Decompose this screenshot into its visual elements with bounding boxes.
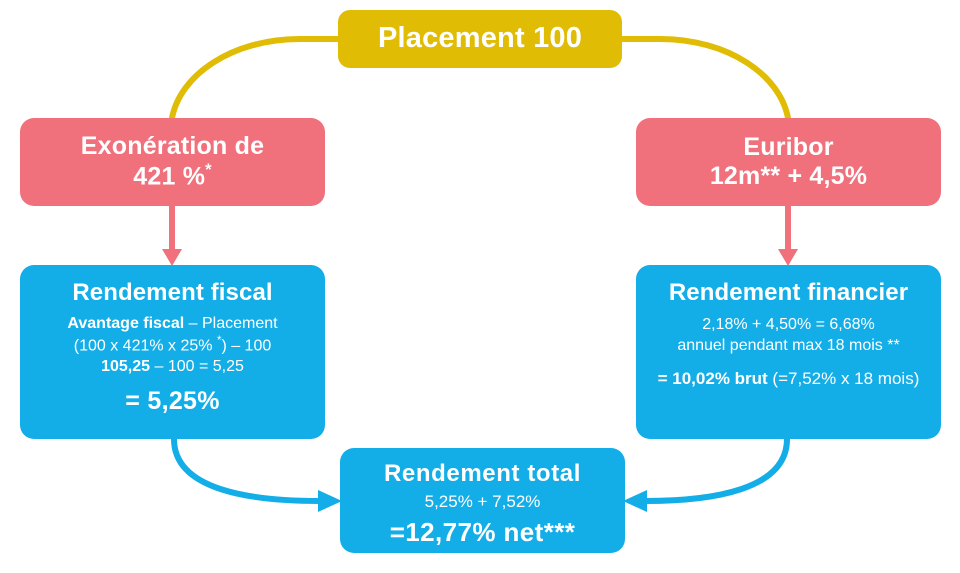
node-total-subtitle: 5,25% + 7,52% <box>424 491 541 511</box>
node-fiscal-detail-line3: 105,25 – 100 = 5,25 <box>101 357 244 377</box>
node-placement-label: Placement 100 <box>377 22 583 55</box>
node-financier-result-line: = 10,02% brut (=7,52% x 18 mois) <box>658 368 920 390</box>
node-fiscal-detail-2b: ) – 100 <box>221 337 272 355</box>
node-fiscal-detail-line1: Avantage fiscal – Placement <box>67 314 277 334</box>
node-financier[interactable]: Rendement financier 2,18% + 4,50% = 6,68… <box>636 265 941 439</box>
connector-placement-to-exoneration <box>169 36 341 121</box>
node-exoneration-line2: 421 %* <box>133 161 212 191</box>
node-fiscal-detail-bold-1: Avantage fiscal <box>67 314 185 332</box>
node-fiscal-footnote-star: * <box>216 335 222 348</box>
node-financier-result-bold: = 10,02% brut <box>657 369 768 389</box>
connector-placement-to-euribor <box>619 36 791 121</box>
connector-fiscal-to-total <box>171 436 342 512</box>
node-financier-detail-line1: 2,18% + 4,50% = 6,68% <box>702 315 875 333</box>
node-fiscal-detail-rest-3: – 100 = 5,25 <box>150 358 244 376</box>
node-total-title: Rendement total <box>383 460 581 487</box>
node-fiscal-result: = 5,25% <box>125 386 220 415</box>
node-financier-title: Rendement financier <box>668 279 909 306</box>
node-fiscal[interactable]: Rendement fiscal Avantage fiscal – Place… <box>20 265 325 439</box>
node-total[interactable]: Rendement total 5,25% + 7,52% =12,77% ne… <box>340 448 625 553</box>
node-euribor-line1: Euribor <box>743 133 834 161</box>
node-euribor-line2: 12m** + 4,5% <box>709 162 868 190</box>
node-euribor[interactable]: Euribor 12m** + 4,5% <box>636 118 941 206</box>
node-exoneration-footnote-star: * <box>205 161 212 180</box>
node-financier-detail-line2: annuel pendant max 18 mois ** <box>677 336 900 354</box>
node-fiscal-detail-line2: (100 x 421% x 25% *) – 100 <box>74 334 272 357</box>
node-exoneration-line1: Exonération de <box>80 132 265 161</box>
node-financier-result-rest: (=7,52% x 18 mois) <box>767 369 920 389</box>
node-total-result: =12,77% net*** <box>389 516 576 547</box>
node-fiscal-title: Rendement fiscal <box>72 279 273 306</box>
connector-financier-to-total <box>623 436 790 512</box>
connector-exoneration-to-fiscal <box>162 206 182 266</box>
node-fiscal-detail-bold-3: 105,25 <box>101 358 151 376</box>
node-placement[interactable]: Placement 100 <box>338 10 622 68</box>
connector-euribor-to-financier <box>778 206 798 266</box>
node-exoneration-value: 421 % <box>133 162 206 191</box>
node-fiscal-detail-2a: (100 x 421% x 25% <box>73 337 217 355</box>
node-fiscal-detail-rest-1: – Placement <box>184 314 278 332</box>
node-exoneration[interactable]: Exonération de 421 %* <box>20 118 325 206</box>
